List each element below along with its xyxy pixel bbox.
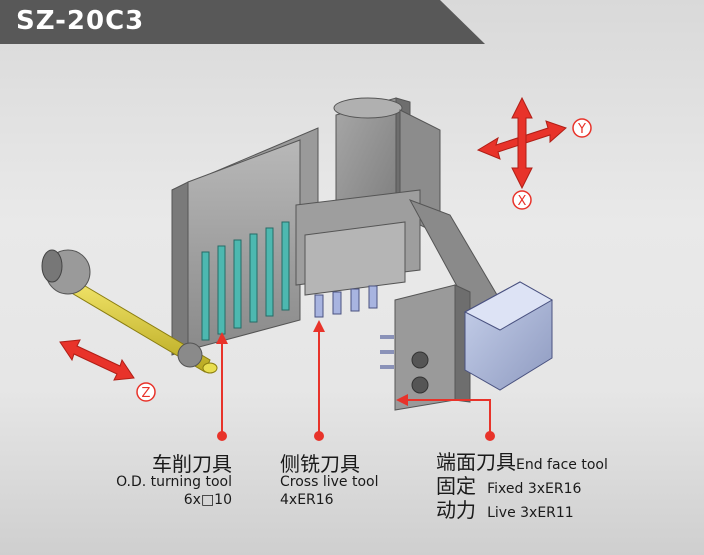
end-face-unit <box>380 281 554 411</box>
y-axis-label: Y <box>577 122 586 137</box>
end-face-fixed: 固定 Fixed 3xER16 <box>436 470 581 499</box>
callout-cross <box>313 320 325 441</box>
z-axis-marker: Z <box>136 382 156 402</box>
end-face-fixed-zh: 固定 <box>436 474 476 498</box>
end-face-zh: 端面刀具 <box>436 450 516 474</box>
turning-tool-spec: 6x□10 <box>183 492 232 508</box>
cross-tool-zh: 侧铣刀具 <box>280 452 360 476</box>
end-face-live-zh: 动力 <box>436 498 476 522</box>
end-face-en: End face tool <box>516 457 608 473</box>
turning-tool-zh: 车削刀具 <box>152 452 232 476</box>
y-axis-marker: Y <box>572 118 592 138</box>
spindle-column <box>333 97 441 236</box>
bar-stock <box>41 249 218 374</box>
end-face-live: 动力 Live 3xER11 <box>436 494 574 523</box>
x-axis-label: X <box>518 194 527 209</box>
turning-tool-en: O.D. turning tool <box>116 474 232 490</box>
cross-tool-spec: 4xER16 <box>280 492 334 508</box>
cross-tool-en: Cross live tool <box>280 474 379 490</box>
page-title: SZ-20C3 <box>16 6 145 36</box>
x-axis-marker: X <box>512 190 532 210</box>
end-face-live-en: Live 3xER11 <box>487 505 574 521</box>
cross-tool-head <box>295 189 421 318</box>
title-bar: SZ-20C3 <box>0 0 485 44</box>
end-face-fixed-en: Fixed 3xER16 <box>487 481 582 497</box>
callout-endface <box>396 394 495 441</box>
callout-turning <box>216 332 228 441</box>
xy-axis-arrows <box>476 96 567 190</box>
z-axis-arrow <box>59 339 135 381</box>
z-axis-label: Z <box>142 386 151 401</box>
end-face-heading: 端面刀具End face tool <box>436 446 608 475</box>
